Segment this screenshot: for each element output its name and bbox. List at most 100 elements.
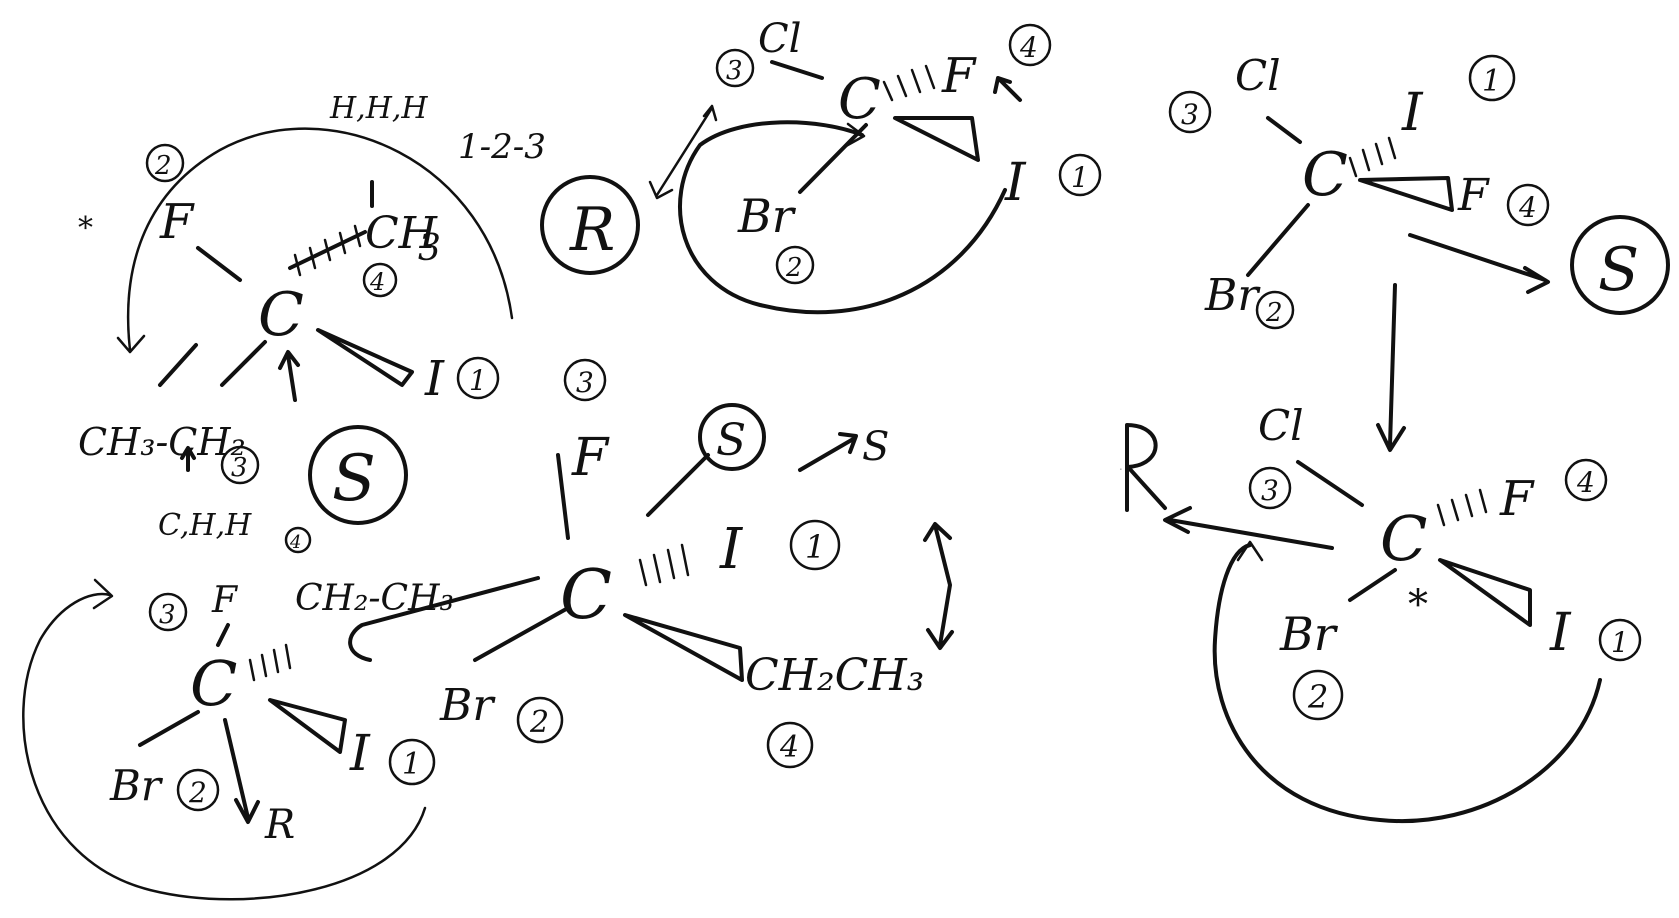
rank-circle xyxy=(1248,466,1292,510)
molecule-4: 3 F S S C I 1 Br 2 CH₂CH₃ 4 xyxy=(348,358,954,769)
hash-marks xyxy=(882,64,936,102)
rank-label: 1 xyxy=(402,747,421,782)
arrow-down xyxy=(1376,283,1406,452)
molecule-1: * 2 F H,H,H 1-2-3 CH 3 4 C I 1 CH₃-CH₂ 3… xyxy=(78,91,546,543)
substituent-Cl: Cl xyxy=(758,16,801,62)
rank-circle xyxy=(1058,153,1102,197)
substituent-I: I xyxy=(1004,153,1027,213)
rank-circle xyxy=(284,526,312,554)
substituent-ethyl: CH₂CH₃ xyxy=(745,650,924,701)
rank-label: 3 xyxy=(159,600,176,630)
substituent-F: F xyxy=(941,48,977,104)
substituent-Br: Br xyxy=(1204,270,1261,321)
result-circle xyxy=(1570,215,1670,315)
rank-circle xyxy=(789,519,841,571)
rank-circle xyxy=(1168,90,1212,134)
stereocenter-C: C xyxy=(1302,140,1348,210)
priority-order: 1-2-3 xyxy=(458,127,546,167)
substituent-Cl: Cl xyxy=(1258,401,1304,450)
rank-circle xyxy=(715,48,755,88)
hash-marks xyxy=(1348,136,1397,178)
rank-label: 2 xyxy=(154,151,172,181)
rank-circle xyxy=(456,356,500,400)
rank-label: 3 xyxy=(726,56,743,86)
substituent-Br: Br xyxy=(1279,607,1339,661)
rank-circle xyxy=(1292,669,1344,721)
configuration-S: S xyxy=(332,442,376,516)
rank-label: 2 xyxy=(1265,298,1283,328)
rank-circle xyxy=(563,358,607,402)
rank-circle xyxy=(176,768,220,812)
connector-arrow xyxy=(348,576,540,662)
arrow-up xyxy=(278,350,300,402)
hash-marks xyxy=(248,643,292,682)
arrow-label-S: S xyxy=(862,424,889,470)
rank-label: 3 xyxy=(231,453,248,483)
rank-label: 3 xyxy=(1181,98,1199,131)
substituent-F: F xyxy=(1499,471,1535,527)
substituent-F: F xyxy=(1457,170,1490,221)
configuration-R-glyph xyxy=(1125,423,1167,512)
hash-marks xyxy=(638,543,690,587)
stereocenter-star: * xyxy=(1408,582,1428,628)
stereocenter-C: C xyxy=(1380,502,1427,575)
wedge-bond xyxy=(893,116,980,162)
arrow-up xyxy=(180,446,196,472)
bond xyxy=(138,710,200,747)
ethyl-substituents: C,H,H xyxy=(158,508,252,543)
rank-circle xyxy=(516,696,564,744)
bond xyxy=(770,60,824,80)
configuration-S: S xyxy=(716,415,746,466)
bond xyxy=(216,623,230,647)
substituent-Cl: Cl xyxy=(1235,51,1281,100)
configuration-R: R xyxy=(1119,469,1122,471)
arrow-head xyxy=(116,334,146,354)
stereocenter-C: C xyxy=(838,67,881,132)
rank-label: 2 xyxy=(529,705,549,740)
rank-label: 2 xyxy=(188,776,207,809)
bond xyxy=(473,606,570,662)
arrow xyxy=(993,76,1022,102)
substituent-F: F xyxy=(571,428,610,488)
double-arrow xyxy=(648,104,718,200)
bond xyxy=(1296,460,1364,507)
molecule-3: 3 Cl C I 1 F 4 Br 2 S xyxy=(1168,51,1670,452)
rank-circle xyxy=(1255,290,1295,330)
substituent-I: I xyxy=(1549,603,1572,663)
rank-label: 1 xyxy=(1482,64,1501,99)
bond xyxy=(220,340,267,387)
rank-label: 4 xyxy=(289,532,301,553)
substituent-F: F xyxy=(211,580,239,621)
arrow-left xyxy=(1163,506,1334,550)
rank-label: 4 xyxy=(779,730,799,765)
bond xyxy=(1246,203,1310,277)
arrow-down xyxy=(223,718,260,824)
substituent-Br: Br xyxy=(439,680,496,731)
rank-label: 4 xyxy=(369,268,385,296)
result-circle xyxy=(540,175,640,275)
rank-circle xyxy=(1008,23,1052,67)
hash-marks xyxy=(293,224,362,277)
arrow-head xyxy=(844,122,866,148)
rotation-arrow xyxy=(678,120,1007,315)
configuration-R: R xyxy=(569,195,615,265)
pointer-line xyxy=(646,453,710,517)
double-arrow xyxy=(923,522,954,650)
substituent-ethyl: CH₃-CH₂ xyxy=(78,420,246,464)
stereocenter-C: C xyxy=(560,556,612,635)
bond xyxy=(196,246,242,282)
substituent-F: F xyxy=(159,194,195,250)
wedge-bond xyxy=(1438,558,1532,627)
rank-label: 3 xyxy=(1261,474,1279,507)
bond xyxy=(798,123,868,194)
star-mark: * xyxy=(78,211,93,246)
rank-circle xyxy=(148,592,188,632)
substituent-I: I xyxy=(1401,83,1424,143)
rank-circle xyxy=(1468,54,1516,102)
rotation-arrow xyxy=(22,592,427,901)
rank-label: 2 xyxy=(1307,678,1328,716)
bond xyxy=(1348,568,1397,602)
rank-label: 2 xyxy=(785,253,803,283)
substituent-I: I xyxy=(719,517,744,582)
